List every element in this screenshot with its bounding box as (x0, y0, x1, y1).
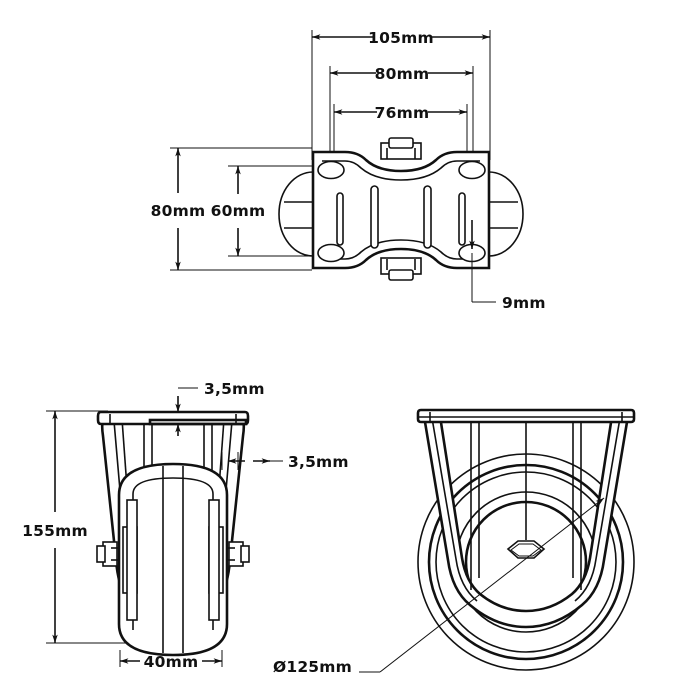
bolt-hole-top-left (317, 160, 345, 180)
dim-label-wheel-diameter: Ø125mm (273, 658, 352, 676)
top-view-slots (336, 185, 466, 249)
dim-label-wheel-width: 40mm (144, 653, 199, 671)
dim-bolt-depth: 60mm (211, 165, 266, 257)
dim-bolt-spacing-outer: 80mm (329, 65, 474, 83)
front-view-struts (470, 422, 582, 590)
dim-label-bolt-spacing-outer: 80mm (375, 65, 430, 83)
side-view-hub-plates (122, 499, 224, 621)
side-view: 155mm (22, 380, 349, 671)
dim-label-bolt-depth: 60mm (211, 202, 266, 220)
top-view-axle-bolt-upper (380, 137, 422, 160)
dim-bolt-spacing-inner: 76mm (333, 104, 468, 122)
dim-plate-depth: 80mm (151, 147, 206, 271)
dim-bolt-hole-diameter: 9mm (469, 220, 546, 312)
top-view-side-lobes (278, 171, 524, 257)
bolt-hole-top-right (458, 160, 486, 180)
top-view-bolt-holes (317, 160, 486, 263)
dim-label-plate-depth: 80mm (151, 202, 206, 220)
front-view: Ø125mm (273, 408, 636, 676)
dim-label-bracket-thickness: 3,5mm (288, 453, 349, 471)
dim-plate-width: 105mm (311, 29, 491, 47)
top-view: 105mm 80mm 76mm 80mm (151, 29, 546, 312)
bolt-hole-bottom-left (317, 243, 345, 263)
top-view-plate-outline (311, 150, 491, 270)
side-view-axle-bolt-right (228, 541, 250, 567)
dim-bracket-thickness: 3,5mm (221, 452, 349, 471)
dim-overall-height: 155mm (22, 410, 88, 644)
dim-wheel-diameter: Ø125mm (273, 497, 605, 676)
dim-label-overall-height: 155mm (22, 522, 88, 540)
side-view-axle-bolt-left (96, 541, 118, 567)
top-view-axle-bolt-lower (380, 257, 422, 281)
dim-plate-thickness: 3,5mm (175, 380, 265, 436)
dim-label-plate-thickness: 3,5mm (204, 380, 265, 398)
front-view-hub-nut (506, 540, 546, 559)
dim-label-bolt-spacing-inner: 76mm (375, 104, 430, 122)
dim-label-plate-width: 105mm (368, 29, 434, 47)
side-view-wheel (117, 462, 229, 657)
dim-label-bolt-hole-diameter: 9mm (502, 294, 546, 312)
side-view-ribs (143, 424, 213, 500)
side-view-top-plate (96, 410, 250, 426)
dim-wheel-width: 40mm (119, 653, 223, 671)
front-view-top-plate (416, 408, 636, 424)
